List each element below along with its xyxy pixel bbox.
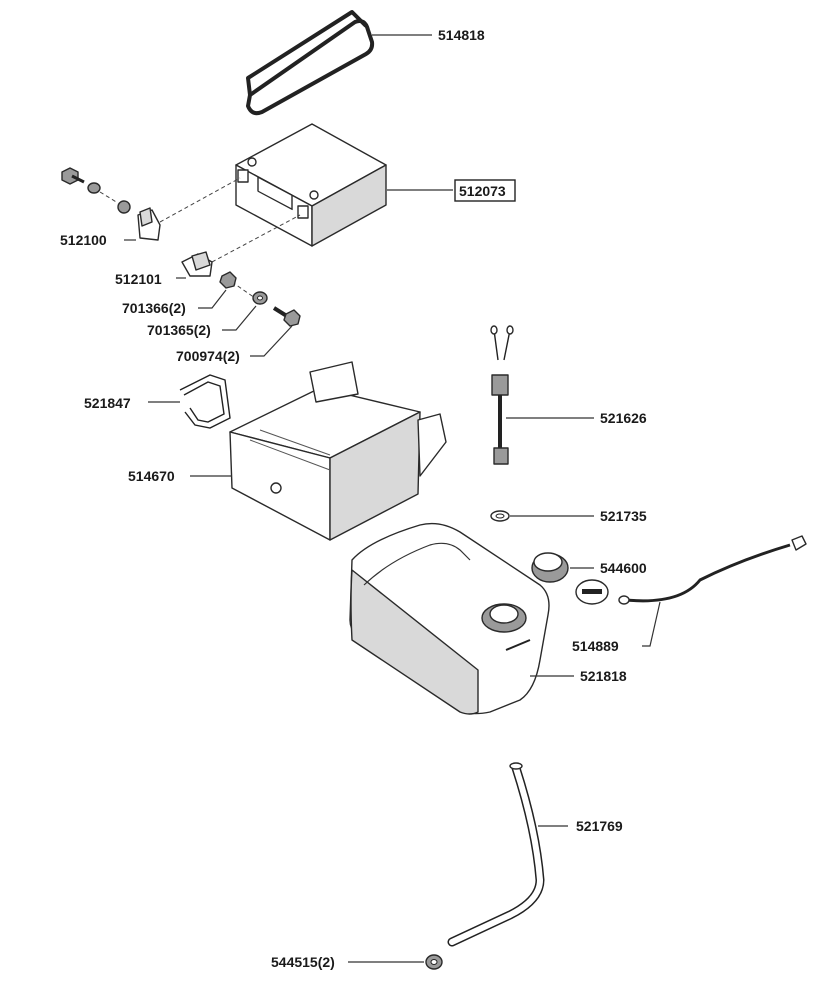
label-701366: 701366(2) [122, 300, 186, 316]
battery-strap-part [246, 10, 375, 116]
label-521847: 521847 [84, 395, 131, 411]
label-512101: 512101 [115, 271, 162, 287]
label-514670: 514670 [128, 468, 175, 484]
label-700974: 700974(2) [176, 348, 240, 364]
label-544600: 544600 [600, 560, 647, 576]
bracket-512100-part [137, 207, 161, 241]
upper-bolt-hardware [61, 167, 131, 214]
battery-tray-part [229, 361, 447, 541]
bracket-512101-part [181, 251, 213, 277]
label-514889: 514889 [572, 638, 619, 654]
fuel-sender-part [490, 325, 514, 465]
hose-clamp-part [425, 954, 443, 970]
battery-part [235, 123, 387, 247]
label-521626: 521626 [600, 410, 647, 426]
label-521769: 521769 [576, 818, 623, 834]
fuel-tank-part [349, 522, 550, 715]
label-512100: 512100 [60, 232, 107, 248]
label-514818: 514818 [438, 27, 485, 43]
nut-701366-part [219, 271, 237, 289]
fuel-line-part [447, 762, 545, 947]
label-521735: 521735 [600, 508, 647, 524]
bolt-700974-part [272, 306, 301, 327]
ground-wire-part [618, 535, 807, 605]
label-544515: 544515(2) [271, 954, 335, 970]
gasket-521847-part [179, 374, 231, 429]
label-521818: 521818 [580, 668, 627, 684]
label-512073-box [454, 179, 516, 202]
fuel-cap-part [531, 552, 569, 583]
label-701365: 701365(2) [147, 322, 211, 338]
label-512073: 512073 [459, 183, 506, 199]
